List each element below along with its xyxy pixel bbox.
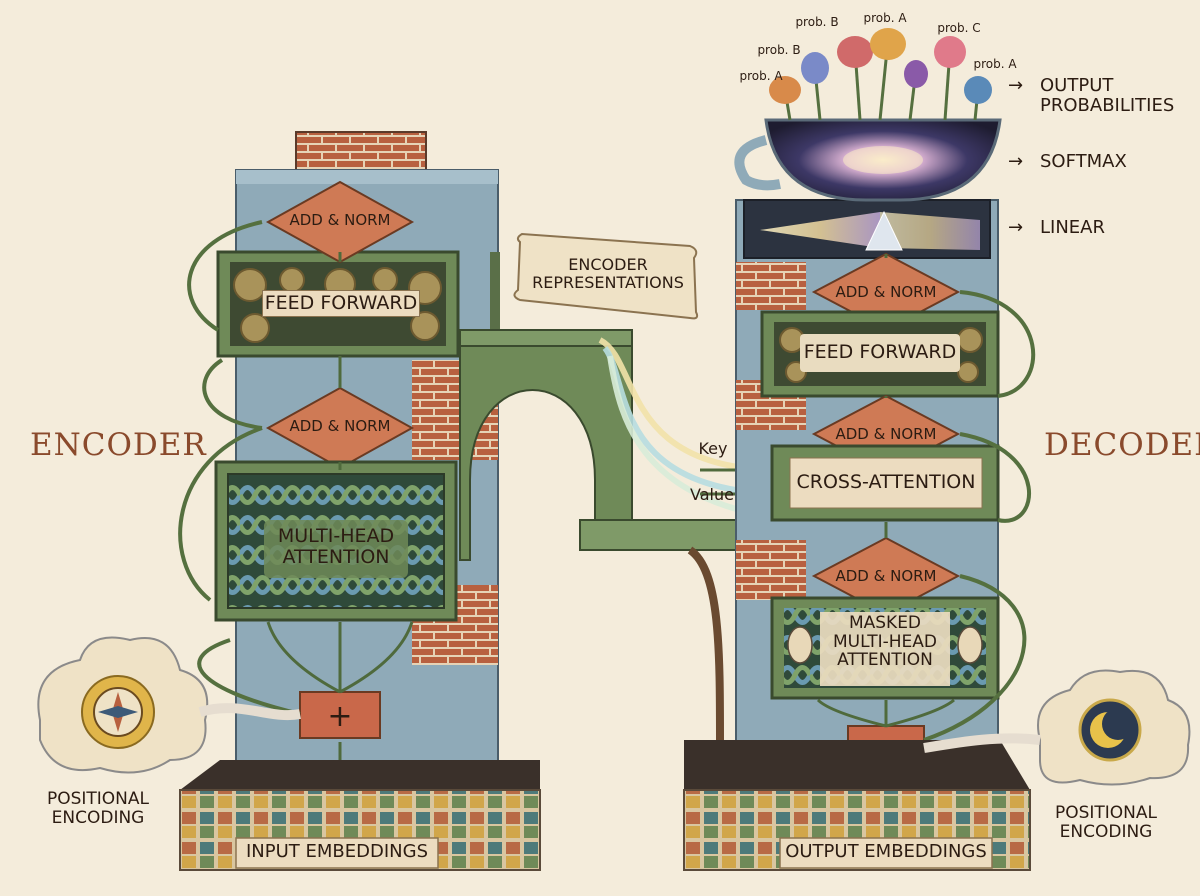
softmax-label: SOFTMAX — [1040, 151, 1127, 172]
decoder-add-norm-bottom-label: ADD & NORM — [835, 567, 937, 585]
output-probabilities-label: OUTPUT PROBABILITIES — [1040, 75, 1175, 116]
prob-label: prob. A — [863, 11, 907, 25]
decoder-positional-cloud — [923, 669, 1191, 786]
plus-icon: + — [327, 699, 352, 734]
arrow-icon: → — [1008, 151, 1024, 172]
encoder-feed-forward-label: FEED FORWARD — [262, 290, 420, 317]
decoder-tower: + — [683, 28, 1036, 871]
compass-sun-icon — [81, 675, 155, 749]
prism-icon — [865, 210, 903, 251]
prob-label: prob. B — [795, 15, 839, 29]
encoder-positional-cloud — [37, 636, 301, 774]
arrow-icon: → — [1008, 217, 1024, 238]
prob-label: prob. A — [973, 57, 1017, 71]
encoder-add-box — [299, 691, 381, 739]
prob-label: prob. B — [757, 43, 801, 57]
bridge-arch — [459, 345, 633, 561]
decoder-feed-forward-label: FEED FORWARD — [803, 341, 957, 363]
encoder-positional-label: POSITIONAL ENCODING — [46, 789, 150, 828]
encoder-chimney — [295, 131, 427, 173]
arrow-icon: → — [1008, 75, 1024, 96]
theater-masks-icon — [787, 626, 983, 664]
decoder-residual-vines — [923, 290, 1036, 742]
value-label: Value — [690, 485, 734, 504]
decoder-base-platform — [684, 740, 1030, 790]
encoder-tower: + — [178, 131, 541, 871]
decoder-add-norm-mid-label: ADD & NORM — [835, 425, 937, 443]
encoder-attention-label: MULTI-HEAD ATTENTION — [277, 525, 395, 568]
encoder-title: ENCODER — [30, 427, 207, 463]
encoder-add-norm-bottom-label: ADD & NORM — [289, 417, 391, 435]
flower-icon — [769, 28, 992, 104]
output-embeddings-label: OUTPUT EMBEDDINGS — [785, 841, 987, 862]
prob-label: prob. A — [739, 69, 783, 83]
key-label: Key — [698, 439, 728, 458]
prob-label: prob. C — [937, 21, 981, 35]
decoder-title: DECODER — [1044, 427, 1200, 463]
masked-attention-label: MASKED MULTI-HEAD ATTENTION — [832, 613, 938, 671]
encoder-add-norm-top-label: ADD & NORM — [289, 211, 391, 229]
encoder-residual-vines — [178, 220, 301, 716]
encoder-representations-scroll — [513, 232, 699, 320]
input-embeddings-label: INPUT EMBEDDINGS — [245, 841, 428, 862]
decoder-positional-label: POSITIONAL ENCODING — [1054, 803, 1158, 842]
encoder-representations-label: ENCODER REPRESENTATIONS — [532, 255, 684, 292]
decoder-add-norm-top-label: ADD & NORM — [835, 283, 937, 301]
probability-flowers — [769, 28, 992, 121]
moon-icon — [1078, 698, 1142, 762]
linear-label: LINEAR — [1040, 217, 1105, 238]
gears-icon — [233, 267, 442, 343]
gears-icon — [779, 327, 983, 383]
cross-attention-label: CROSS-ATTENTION — [796, 471, 976, 493]
